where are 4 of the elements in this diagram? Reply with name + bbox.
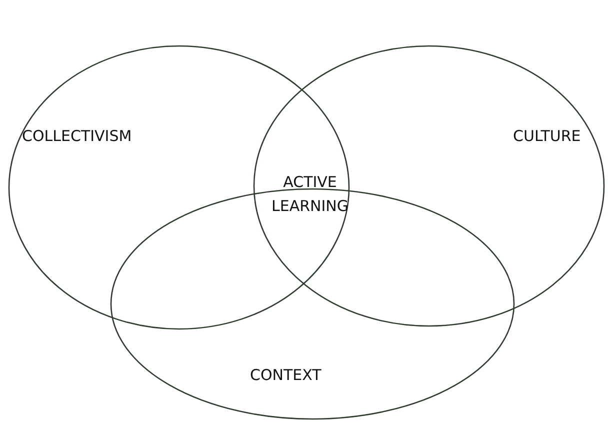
intersection-label: ACTIVE LEARNING: [270, 172, 350, 217]
set-label: COLLECTIVISM: [22, 127, 132, 145]
set-label: CULTURE: [513, 127, 581, 145]
set-label: CONTEXT: [250, 366, 322, 384]
